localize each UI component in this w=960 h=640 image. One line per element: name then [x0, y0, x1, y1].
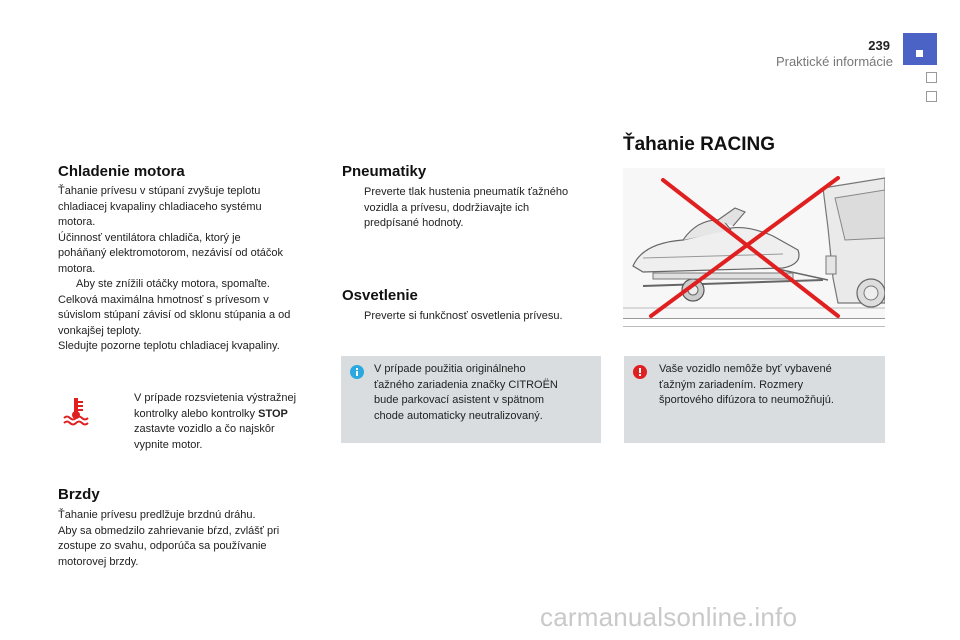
bullet-text: Aby ste znížili otáčky motora, spomaľte.: [76, 278, 270, 290]
text-line: zastavte vozidlo a čo najskôr: [134, 423, 275, 435]
text-line: V prípade použitia originálneho: [374, 363, 526, 375]
text-line: chladiacej kvapaliny chladiaceho systému: [58, 200, 262, 213]
bullet-icon: [342, 185, 364, 232]
text-line: bude parkovací asistent v spätnom: [374, 394, 544, 406]
text-line: Ťahanie prívesu predlžuje brzdnú dráhu.: [58, 509, 256, 521]
text-line: Ťahanie prívesu v stúpaní zvyšuje teplot…: [58, 185, 261, 197]
bullet-text: Preverte tlak hustenia pneumatík ťažného…: [364, 185, 604, 232]
bullet-item: Preverte tlak hustenia pneumatík ťažného…: [342, 185, 604, 232]
bullet-item: V prípade rozsvietenia výstražnej kontro…: [116, 391, 326, 453]
text-line: Preverte tlak hustenia pneumatík ťažného: [364, 186, 569, 198]
text-line: Sledujte pozorne teplotu chladiacej kvap…: [58, 340, 280, 352]
text-line: motorovej brzdy.: [58, 555, 139, 568]
text-line: Účinnosť ventilátora chladiča, ktorý je: [58, 231, 241, 244]
tab-marker-icon: [916, 50, 923, 57]
text-line: poháňaný elektromotorom, nezávisí od otá…: [58, 247, 284, 259]
coolant-temperature-icon: [63, 396, 89, 426]
text-line: V prípade rozsvietenia výstražnej: [134, 392, 297, 404]
bullet-icon: [342, 309, 364, 325]
warning-note-text: Vaše vozidlo nemôže byť vybavené ťažným …: [659, 362, 881, 409]
chapter-tab[interactable]: [926, 72, 937, 83]
info-note-box: V prípade použitia originálneho ťažného …: [341, 356, 601, 443]
text-line: Celková maximálna hmotnosť s prívesom v: [58, 293, 269, 306]
text-line: zostupe zo svahu, odporúča sa používanie: [58, 540, 267, 552]
bullet-item: Preverte si funkčnosť osvetlenia prívesu…: [342, 309, 604, 325]
text-line: motora.: [58, 262, 96, 275]
text-line: predpísané hodnoty.: [364, 217, 464, 229]
bullet-icon: [58, 277, 76, 293]
coolant-warning-bullet: V prípade rozsvietenia výstražnej kontro…: [116, 391, 326, 453]
text-line: športového difúzora to neumožňujú.: [659, 394, 834, 406]
watermark: carmanualsonline.info: [540, 602, 798, 632]
illustration-divider: [623, 318, 885, 319]
section-title-tires: Pneumatiky: [342, 163, 427, 180]
towing-illustration: [623, 168, 885, 318]
text-line: motora.: [58, 216, 96, 228]
text-line: vonkajšej teploty.: [58, 324, 142, 337]
info-icon: [350, 365, 364, 384]
chapter-tab-active[interactable]: [903, 33, 937, 65]
text-line: ťažným zariadením. Rozmery: [659, 378, 804, 391]
illustration-divider: [623, 326, 885, 327]
bullet-text: V prípade rozsvietenia výstražnej kontro…: [134, 391, 326, 453]
stop-label: STOP: [258, 407, 288, 420]
text-line: súvislom stúpaní závisí od sklonu stúpan…: [58, 309, 291, 321]
section-title-brakes: Brzdy: [58, 486, 100, 503]
tires-bullet: Preverte tlak hustenia pneumatík ťažného…: [342, 185, 604, 232]
warning-icon: [633, 365, 647, 384]
bullet-icon: [116, 391, 134, 453]
text-line: vozidla a prívesu, dodržiavajte ich: [364, 201, 530, 214]
bullet-text: Preverte si funkčnosť osvetlenia prívesu…: [364, 310, 563, 322]
text-line: kontrolky alebo kontrolky STOP: [134, 407, 326, 423]
section-title-racing: Ťahanie RACING: [623, 134, 776, 155]
cross-line: [661, 178, 840, 318]
chapter-tab[interactable]: [926, 91, 937, 102]
section-title-lighting: Osvetlenie: [342, 287, 418, 304]
text-line: Aby sa obmedzilo zahrievanie bŕzd, zvláš…: [58, 524, 280, 537]
cross-line: [649, 176, 840, 318]
text-line: Vaše vozidlo nemôže byť vybavené: [659, 363, 832, 375]
page-number: 239: [868, 38, 890, 53]
bullet-item: Aby ste znížili otáčky motora, spomaľte.: [58, 277, 323, 293]
trailer-jetski-drawing: [623, 176, 885, 318]
brakes-text: Ťahanie prívesu predlžuje brzdnú dráhu. …: [58, 508, 323, 570]
cooling-text: Ťahanie prívesu v stúpaní zvyšuje teplot…: [58, 184, 323, 355]
lighting-bullet: Preverte si funkčnosť osvetlenia prívesu…: [342, 309, 604, 325]
text-line: vypnite motor.: [134, 438, 203, 451]
info-note-text: V prípade použitia originálneho ťažného …: [374, 362, 596, 424]
text-line: ťažného zariadenia značky CITROËN: [374, 378, 558, 391]
section-title-cooling: Chladenie motora: [58, 163, 185, 180]
text-line: chode automaticky neutralizovaný.: [374, 409, 543, 422]
text-fragment: kontrolky alebo kontrolky: [134, 407, 259, 420]
page-category: Praktické informácie: [775, 54, 893, 69]
warning-note-box: Vaše vozidlo nemôže byť vybavené ťažným …: [624, 356, 885, 443]
